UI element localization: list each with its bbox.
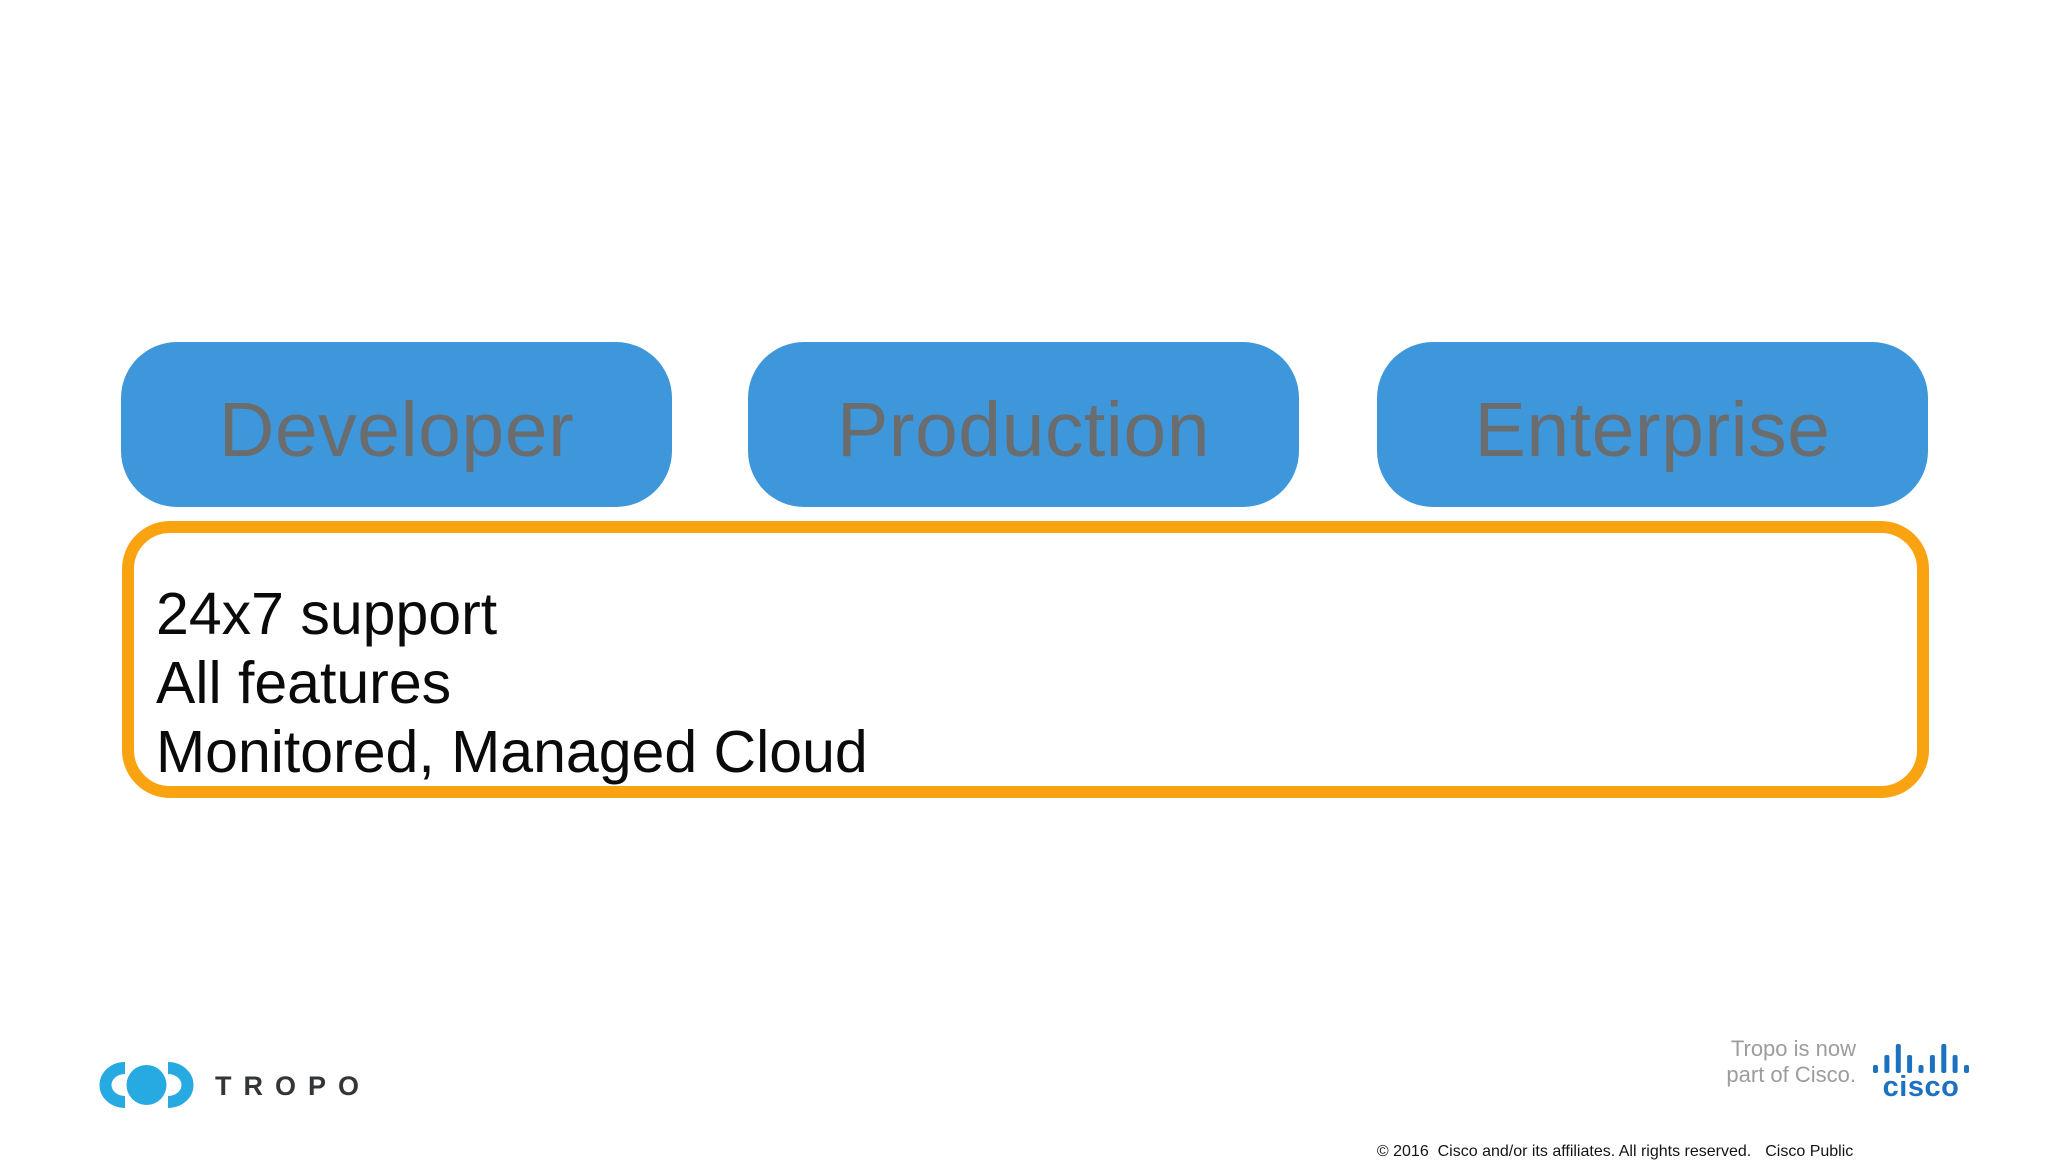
- tier-pill-enterprise: Enterprise: [1377, 342, 1928, 507]
- feature-line: Monitored, Managed Cloud: [156, 719, 868, 785]
- tier-pill-production: Production: [748, 342, 1299, 507]
- tropo-brackets-dot-icon: [94, 1062, 199, 1108]
- tropo-cisco-note: Tropo is now part of Cisco.: [1726, 1036, 1856, 1088]
- cisco-wordmark: cisco: [1882, 1071, 1960, 1103]
- tier-label: Developer: [218, 387, 575, 473]
- tier-label: Enterprise: [1474, 387, 1831, 473]
- cisco-logo: cisco: [1873, 1043, 1969, 1103]
- legal-line: © 2016 Cisco and/or its affiliates. All …: [1368, 1125, 1853, 1161]
- tropo-cisco-note-line1: Tropo is now: [1730, 1036, 1856, 1061]
- tropo-wordmark: TROPO: [215, 1070, 372, 1101]
- tropo-logo: TROPO: [94, 1062, 371, 1108]
- tropo-cisco-note-line2: part of Cisco.: [1726, 1062, 1856, 1087]
- tier-label: Production: [836, 387, 1211, 473]
- feature-line: All features: [156, 650, 452, 716]
- tier-pill-developer: Developer: [121, 342, 672, 507]
- cisco-bridge-bars-icon: [1873, 1043, 1969, 1073]
- feature-line: 24x7 support: [156, 581, 498, 647]
- feature-box: 24x7 support All features Monitored, Man…: [122, 521, 1929, 798]
